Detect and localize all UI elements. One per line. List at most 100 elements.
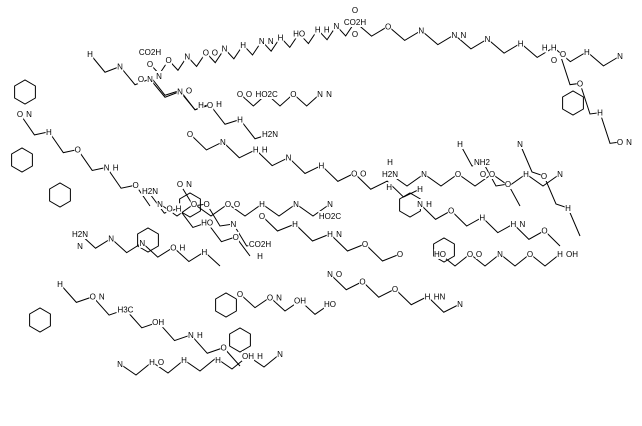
atom-label: N <box>418 27 424 36</box>
ring <box>433 237 455 263</box>
atom-label: H <box>278 33 284 42</box>
atom-label-background <box>526 249 534 259</box>
atom-label: H <box>257 252 263 261</box>
atom-label: O <box>360 169 366 178</box>
atom-label: OH <box>242 352 254 361</box>
atom-label-background <box>56 279 64 289</box>
atom-label-background <box>254 89 279 99</box>
atom-label-background <box>267 36 275 47</box>
atom-label-background <box>186 129 194 139</box>
atom-label-background <box>576 78 584 89</box>
atom-label: HO <box>434 250 446 259</box>
atom-label-background <box>157 357 165 367</box>
atom-label-background <box>361 239 369 249</box>
bond-chain <box>389 173 561 187</box>
atom-label-background <box>252 144 260 155</box>
atom-label: N <box>517 140 523 149</box>
atom-label-background <box>187 329 195 340</box>
atom-label-background <box>103 162 110 173</box>
atom-label: H <box>457 140 463 149</box>
atom-label: H2N <box>72 230 88 239</box>
ring <box>562 90 584 116</box>
atom-label: N <box>157 200 163 209</box>
atom-label-background <box>517 38 524 49</box>
atom-label: N <box>222 45 228 54</box>
ring <box>11 147 33 173</box>
atom-label-background <box>261 144 269 155</box>
atom-label: N <box>286 154 292 163</box>
atom-label-background <box>540 171 548 181</box>
atom-label: H <box>557 250 563 259</box>
atom-label-background <box>138 47 162 57</box>
atom-label: H <box>542 44 548 53</box>
atom-label-background <box>202 47 210 58</box>
atom-label: N <box>293 200 299 209</box>
atom-label: O <box>617 138 623 147</box>
atom-label: O <box>397 250 403 259</box>
atom-label: O <box>489 170 495 179</box>
atom-label-background <box>381 169 399 179</box>
atom-label-background <box>504 179 512 189</box>
atom-label-background <box>454 169 462 179</box>
atom-label: H <box>518 39 524 48</box>
atom-label: N <box>617 52 623 61</box>
atom-label-background <box>261 129 279 139</box>
atom-label: H <box>417 185 423 194</box>
atom-label: HO2C <box>319 212 341 221</box>
atom-label: N <box>188 331 194 340</box>
atom-label-background <box>196 329 204 340</box>
atom-label: HO <box>201 219 213 228</box>
atom-label-background <box>258 199 266 209</box>
atom-label: H <box>216 100 222 109</box>
atom-label: N <box>327 270 333 279</box>
atom-label-background <box>417 25 425 36</box>
atom-label: H <box>584 48 590 57</box>
atom-label-background <box>258 36 266 47</box>
atom-label: N <box>626 138 632 147</box>
atom-label: O <box>505 180 511 189</box>
atom-label-background <box>201 217 214 228</box>
atom-label-background <box>583 46 591 57</box>
atom-label-background <box>224 199 232 209</box>
atom-label: O <box>170 243 176 252</box>
atom-label: O <box>191 200 197 209</box>
atom-label-background <box>245 89 253 99</box>
ring <box>137 227 159 253</box>
atom-label: N <box>177 88 183 97</box>
atom-label: H <box>198 101 204 110</box>
atom-label-background <box>351 29 359 39</box>
atom-label: N <box>139 239 145 248</box>
atom-label: O <box>166 204 172 213</box>
atom-label-background <box>116 359 124 369</box>
atom-label: N <box>460 31 466 40</box>
atom-label-background <box>141 186 159 196</box>
atom-label: H <box>324 26 330 35</box>
atom-label-background <box>479 169 487 179</box>
atom-label: N <box>421 170 427 179</box>
atom-label: O <box>225 200 231 209</box>
atom-label: H <box>426 200 432 209</box>
atom-label-background <box>516 139 524 149</box>
atom-label-background <box>214 355 222 365</box>
atom-label-background <box>148 357 156 367</box>
atom-label-background <box>541 42 549 53</box>
atom-label: H <box>57 280 63 289</box>
atom-label-background <box>425 199 433 209</box>
atom-label: N <box>156 72 162 81</box>
atom-label-background <box>359 276 366 287</box>
atom-label: N <box>317 90 323 99</box>
atom-label: H <box>240 41 246 50</box>
atom-label: O <box>166 56 172 65</box>
atom-label-background <box>138 237 146 248</box>
atom-label-background <box>333 20 340 31</box>
atom-label-background <box>292 199 300 209</box>
atom-label: N <box>117 63 123 72</box>
atom-label: HO <box>293 29 305 38</box>
atom-label-background <box>291 219 299 229</box>
bond-chain <box>189 133 421 198</box>
atom-label: H <box>510 220 516 229</box>
ring <box>14 79 36 105</box>
atom-label: N <box>327 200 333 209</box>
atom-label-background <box>155 71 163 81</box>
